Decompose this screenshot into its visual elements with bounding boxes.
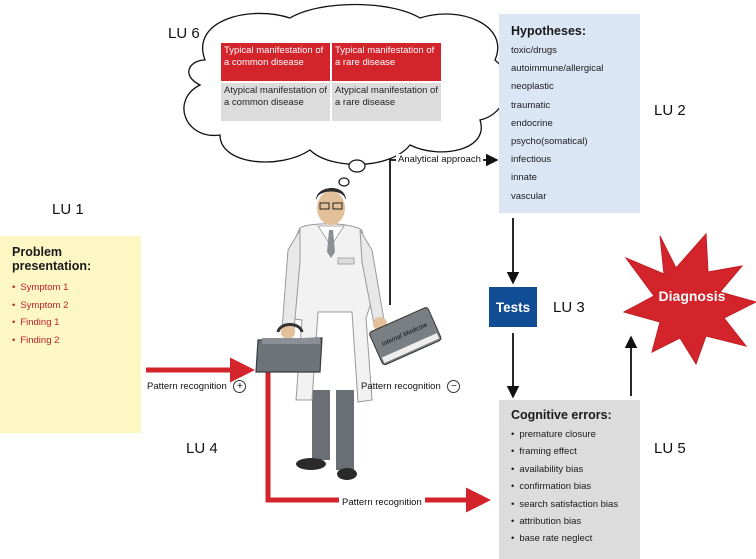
thought-bubble-large bbox=[348, 159, 366, 173]
pattern-recognition-minus-text: Pattern recognition bbox=[361, 381, 441, 393]
tests-box: Tests bbox=[489, 287, 537, 327]
analytical-arrow bbox=[389, 153, 499, 305]
list-item: autoimmune/allergical bbox=[511, 63, 604, 75]
list-item: vascular bbox=[511, 190, 547, 202]
list-item: attribution bias bbox=[511, 513, 628, 530]
list-item: Symptom 2 bbox=[12, 297, 129, 315]
matrix-typical-rare: Typical manifestation of a rare disease bbox=[332, 43, 441, 81]
matrix-atypical-rare: Atypical manifestation of a rare disease bbox=[332, 83, 441, 121]
diagnosis-label: Diagnosis bbox=[658, 288, 726, 304]
list-item: base rate neglect bbox=[511, 530, 628, 547]
list-item: innate bbox=[511, 172, 537, 184]
analytical-approach-label: Analytical approach bbox=[396, 154, 483, 165]
lu3-label: LU 3 bbox=[553, 299, 585, 316]
hypotheses-list: toxic/drugs autoimmune/allergical neopla… bbox=[511, 42, 628, 206]
lu4-label: LU 4 bbox=[186, 440, 218, 457]
list-item: Symptom 1 bbox=[12, 279, 129, 297]
lu1-label: LU 1 bbox=[52, 201, 84, 218]
pattern-recognition-plus-text: Pattern recognition bbox=[147, 381, 227, 393]
list-item: traumatic bbox=[511, 99, 551, 111]
manifestation-matrix: Typical manifestation of a common diseas… bbox=[221, 43, 473, 125]
pattern-recognition-minus-label: Pattern recognition − bbox=[361, 380, 461, 393]
list-item: framing effect bbox=[511, 443, 628, 460]
pattern-recognition-plus-label: Pattern recognition + bbox=[147, 380, 247, 393]
hypotheses-box: Hypotheses: toxic/drugs autoimmune/aller… bbox=[499, 14, 640, 213]
diagnosis-starburst bbox=[622, 232, 756, 366]
matrix-atypical-common: Atypical manifestation of a common disea… bbox=[221, 83, 330, 121]
list-item: toxic/drugs bbox=[511, 45, 557, 56]
lu2-label: LU 2 bbox=[654, 102, 686, 119]
list-item: neoplastic bbox=[511, 81, 554, 93]
list-item: search satisfaction bias bbox=[511, 496, 628, 513]
list-item: infectious bbox=[511, 154, 552, 166]
plus-circle-icon: + bbox=[233, 380, 247, 393]
thought-bubble-small bbox=[338, 177, 350, 187]
hypotheses-title: Hypotheses: bbox=[511, 24, 587, 38]
list-item: confirmation bias bbox=[511, 478, 628, 495]
lu5-label: LU 5 bbox=[654, 440, 686, 457]
minus-circle-icon: − bbox=[447, 380, 461, 393]
cognitive-list: premature closure framing effect availab… bbox=[511, 426, 628, 548]
cognitive-title: Cognitive errors: bbox=[511, 408, 612, 422]
internal-medicine-book: Internal Medicine bbox=[369, 307, 442, 366]
problem-list: Symptom 1 Symptom 2 Finding 1 Finding 2 bbox=[12, 279, 129, 349]
list-item: Finding 2 bbox=[12, 332, 129, 350]
doctor-bag bbox=[255, 323, 323, 373]
list-item: endocrine bbox=[511, 117, 553, 129]
lu6-label: LU 6 bbox=[168, 25, 200, 42]
list-item: availability bias bbox=[511, 461, 628, 478]
list-item: psycho(somatical) bbox=[511, 136, 588, 148]
pattern-recognition-bottom-label: Pattern recognition bbox=[339, 497, 425, 508]
cognitive-errors-box: Cognitive errors: premature closure fram… bbox=[499, 400, 640, 559]
matrix-typical-common: Typical manifestation of a common diseas… bbox=[221, 43, 330, 81]
list-item: premature closure bbox=[511, 426, 628, 443]
problem-presentation-box: Problem presentation: Symptom 1 Symptom … bbox=[0, 236, 141, 433]
list-item: Finding 1 bbox=[12, 314, 129, 332]
problem-title: Problem presentation: bbox=[12, 245, 92, 273]
